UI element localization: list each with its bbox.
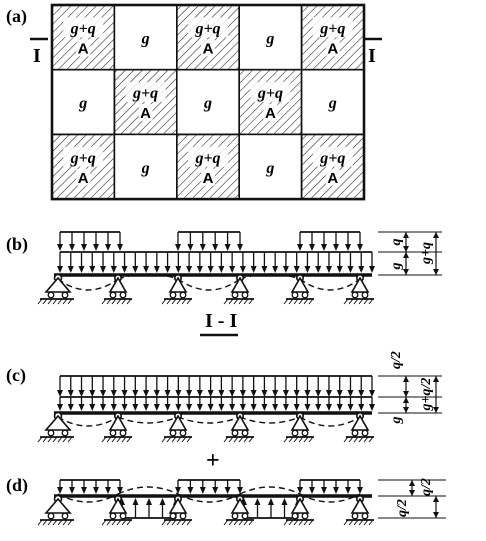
- panel-label-b: (b): [6, 234, 28, 255]
- load-arrows-down: [175, 479, 243, 494]
- superposition-plus: +: [206, 448, 220, 474]
- grid-cell-label: g: [141, 160, 150, 177]
- dim-label-total: g+q/2: [419, 378, 434, 412]
- load-arrows-down: [57, 251, 375, 273]
- dimension-annotations-c: q/2 g g+q/2: [378, 351, 442, 425]
- beam-diagram-c: [37, 375, 375, 443]
- panel-label-c: (c): [6, 365, 26, 386]
- load-arrows-down: [57, 231, 123, 251]
- section-label-left: I: [33, 45, 41, 67]
- grid-cell-label: g: [78, 95, 87, 112]
- grid-cell-label: g+q: [257, 85, 283, 102]
- section-title: I - I: [205, 310, 237, 332]
- grid-cell-label: g+q: [319, 150, 345, 167]
- grid-cell-label: g+q: [70, 150, 96, 167]
- roller-support: [161, 494, 192, 526]
- roller-support: [283, 494, 314, 526]
- dim-label-g: g: [389, 417, 404, 425]
- grid-cell-loaded: g+qA: [51, 4, 116, 71]
- roller-support: [223, 273, 254, 305]
- grid-cell-loaded: g+qA: [51, 133, 116, 200]
- grid-cell-loaded: g+qA: [238, 68, 303, 136]
- roller-support: [343, 411, 374, 443]
- load-arrows-down: [297, 479, 363, 494]
- grid-cell-dead: g: [176, 68, 241, 136]
- roller-support: [223, 411, 254, 443]
- grid-cell-label: g+q: [194, 150, 220, 167]
- grid-cell-label: g+q: [194, 20, 220, 37]
- grid-cell-dead: g: [238, 133, 303, 200]
- grid-cell-mark: A: [327, 170, 338, 187]
- roller-support: [101, 273, 132, 305]
- grid-cell-label: g: [141, 30, 150, 47]
- dimension-annotations-b: q g g+q: [378, 231, 442, 276]
- deflection-curve: [57, 273, 361, 291]
- roller-support: [343, 273, 374, 305]
- grid-cell-label: g: [265, 160, 274, 177]
- grid-cell-mark: A: [78, 40, 89, 57]
- load-arrows-down: [57, 396, 375, 411]
- grid-cell-label: g+q: [70, 20, 96, 37]
- grid-cell-dead: g: [51, 68, 116, 136]
- beam-diagram-d: [37, 479, 374, 526]
- load-arrows-down: [175, 231, 243, 251]
- grid-cell-loaded: g+qA: [176, 4, 241, 71]
- load-arrows-down: [297, 231, 363, 251]
- roller-support: [101, 494, 132, 526]
- roller-support: [343, 494, 374, 526]
- grid-cell-label: g: [265, 30, 274, 47]
- roller-support: [101, 411, 132, 443]
- end-support: [37, 411, 74, 443]
- section-marker-left: I: [30, 37, 48, 67]
- grid-cell-mark: A: [203, 40, 214, 57]
- dim-label-half-q-down: q/2: [395, 499, 410, 517]
- load-arrows-down: [57, 479, 123, 494]
- grid-border: [50, 3, 366, 201]
- panel-label-a: (a): [6, 6, 27, 27]
- grid-cell-loaded: g+qA: [300, 4, 365, 71]
- beam-diagram-b: [37, 231, 375, 305]
- dim-label-total: g+q: [419, 242, 434, 265]
- grid-cell-label: g+q: [319, 20, 345, 37]
- roller-support: [223, 494, 254, 526]
- deflection-curve: [57, 416, 361, 427]
- grid-cell-dead: g: [300, 68, 365, 136]
- section-label-right: I: [368, 45, 376, 67]
- end-support: [37, 273, 74, 305]
- grid-cell-mark: A: [140, 105, 151, 122]
- load-arrows-down: [57, 375, 375, 397]
- dim-label-g: g: [389, 263, 404, 271]
- dimension-annotations-d: q/2 q/2: [378, 478, 446, 519]
- dim-label-q: q: [389, 239, 404, 246]
- grid-cell-label: g: [328, 95, 337, 112]
- grid-cell-dead: g: [113, 4, 178, 71]
- grid-cell-loaded: g+qA: [176, 133, 241, 200]
- end-support: [37, 494, 74, 526]
- grid-cell-mark: A: [265, 105, 276, 122]
- panel-label-d: (d): [6, 475, 28, 496]
- grid-cell-label: g+q: [132, 85, 158, 102]
- grid-cell-label: g: [203, 95, 212, 112]
- grid-cell-dead: g: [113, 133, 178, 200]
- dim-label-half-q-up: q/2: [419, 478, 434, 496]
- grid-cell-mark: A: [327, 40, 338, 57]
- grid-cell-dead: g: [238, 4, 303, 71]
- deflection-curve: [57, 486, 361, 503]
- roller-support: [161, 411, 192, 443]
- roller-support: [283, 411, 314, 443]
- grid-cell-loaded: g+qA: [300, 133, 365, 200]
- grid-cell-mark: A: [78, 170, 89, 187]
- roller-support: [283, 273, 314, 305]
- section-marker-right: I: [364, 37, 382, 67]
- grid-cell-mark: A: [203, 170, 214, 187]
- grid-cell-loaded: g+qA: [113, 68, 178, 136]
- dim-label-half-q: q/2: [389, 351, 404, 369]
- roller-support: [161, 273, 192, 305]
